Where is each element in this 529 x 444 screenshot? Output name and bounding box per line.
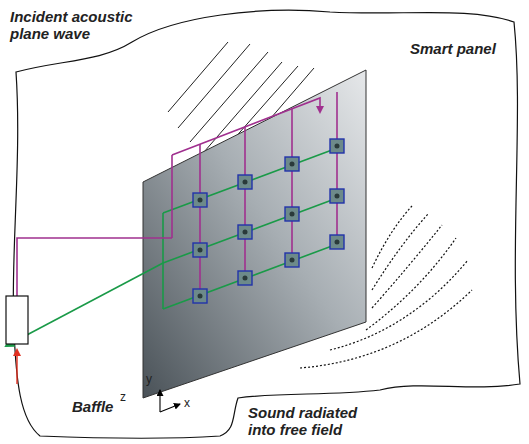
actuator-wiring <box>17 92 337 296</box>
panel-label: Smart panel <box>410 40 520 57</box>
input-arrow <box>16 350 17 384</box>
controller-box <box>6 296 28 344</box>
sensor-actuator-pairs <box>193 139 344 303</box>
coordinate-axes <box>160 390 180 412</box>
axis-label: x <box>184 396 198 410</box>
radiated-wavefronts <box>300 206 472 368</box>
radiation-label: Sound radiated into free field <box>248 404 378 438</box>
smart-panel-plate <box>143 70 366 398</box>
wave-label: Incident acoustic plane wave <box>10 8 160 42</box>
axis-label: z <box>120 390 134 404</box>
axis-label: y <box>146 372 160 386</box>
baffle-outline <box>13 10 520 438</box>
sensor-wiring <box>6 147 340 346</box>
sensor-dots <box>198 144 340 299</box>
